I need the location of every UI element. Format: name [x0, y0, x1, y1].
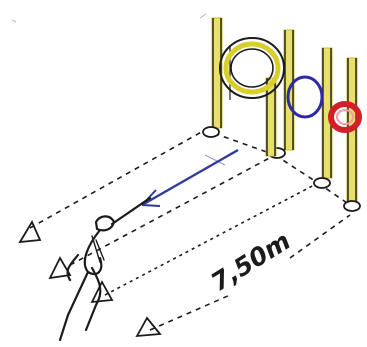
- post-base: [203, 127, 219, 137]
- post-base: [314, 178, 330, 188]
- post-base: [344, 201, 360, 211]
